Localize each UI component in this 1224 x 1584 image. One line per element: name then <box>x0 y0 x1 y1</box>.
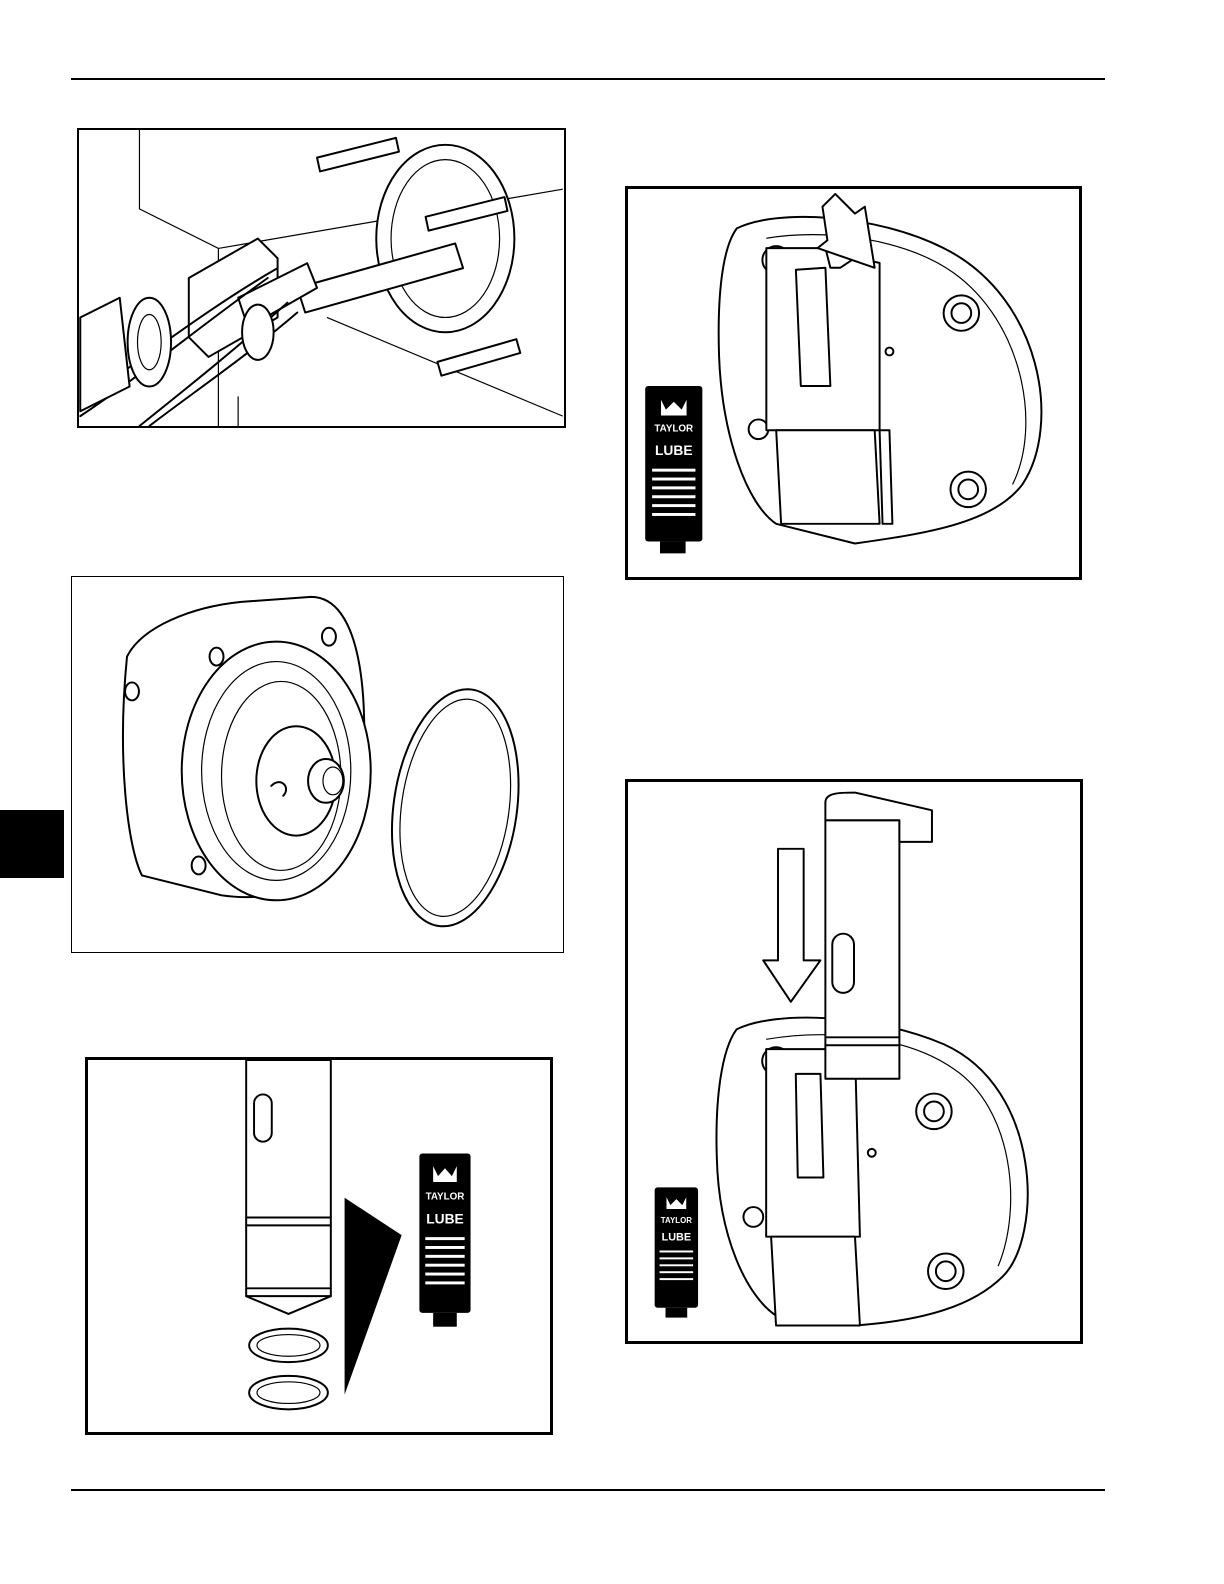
drive-shaft-illustration <box>79 130 564 426</box>
section-tab <box>0 810 64 878</box>
lube-brand: TAYLOR <box>426 1192 465 1203</box>
figure-insert-shaft: TAYLOR LUBE <box>625 779 1083 1344</box>
lube-product: LUBE <box>655 443 692 458</box>
header-rule <box>71 78 1105 80</box>
lube-brand: TAYLOR <box>654 423 693 434</box>
figure-valve-body: TAYLOR LUBE <box>625 186 1082 580</box>
lube-product: LUBE <box>426 1211 463 1226</box>
figure-drive-shaft <box>77 128 566 428</box>
valve-body-illustration: TAYLOR LUBE <box>628 189 1079 577</box>
lube-tube-icon: TAYLOR LUBE <box>419 1153 470 1326</box>
insert-shaft-illustration: TAYLOR LUBE <box>628 782 1080 1341</box>
lube-tube-icon: TAYLOR LUBE <box>645 386 702 553</box>
lube-brand: TAYLOR <box>661 1216 692 1225</box>
shaft-o-rings-illustration: TAYLOR LUBE <box>88 1060 550 1432</box>
lube-tube-icon: TAYLOR LUBE <box>655 1187 698 1317</box>
figure-pump-housing <box>71 576 564 953</box>
figure-shaft-o-rings: TAYLOR LUBE <box>85 1057 553 1435</box>
lube-product: LUBE <box>662 1232 692 1244</box>
pump-housing-illustration <box>72 577 563 952</box>
footer-rule <box>71 1489 1105 1491</box>
